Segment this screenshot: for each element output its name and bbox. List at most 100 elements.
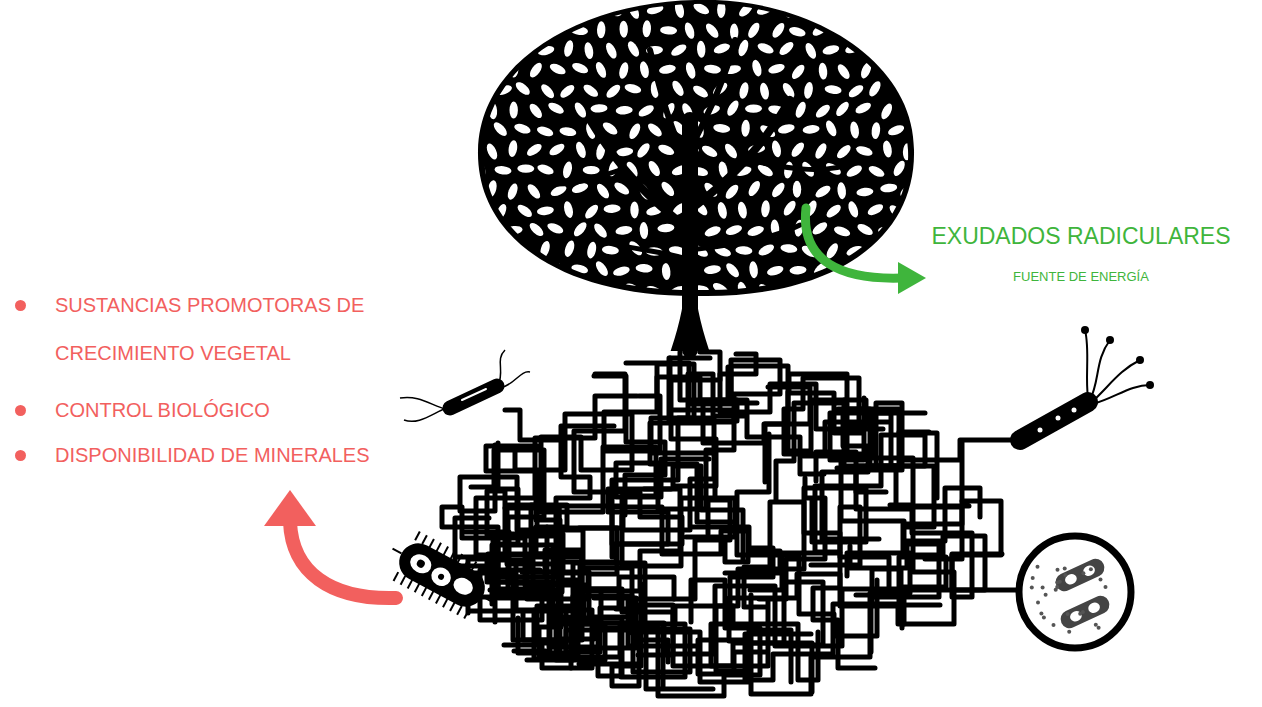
leaf — [759, 82, 770, 100]
leaf — [494, 83, 513, 97]
colony-dot — [1097, 626, 1101, 630]
leaf — [473, 0, 488, 19]
leaf — [470, 82, 487, 100]
leaf — [583, 42, 594, 60]
leaf — [595, 182, 612, 201]
leaf — [525, 21, 544, 38]
red-arrow — [264, 490, 396, 598]
leaf — [603, 204, 620, 213]
leaf — [626, 40, 642, 59]
leaf — [673, 0, 685, 18]
leaf — [475, 242, 486, 260]
leaf — [540, 2, 556, 21]
leaf — [895, 81, 905, 99]
leaf — [845, 244, 864, 258]
leaf — [887, 203, 905, 221]
leaf — [581, 82, 600, 99]
rod-cell — [450, 386, 497, 408]
leaf — [627, 1, 642, 20]
leaf — [738, 81, 750, 99]
leaf — [594, 60, 609, 79]
leaf — [781, 199, 798, 218]
leaf — [495, 40, 505, 58]
leaf — [802, 124, 820, 134]
colony-dot — [1052, 623, 1056, 627]
colony-dot — [1055, 585, 1059, 589]
leaf — [486, 179, 498, 197]
branch — [530, 170, 620, 184]
leaf — [496, 1, 512, 20]
leaf — [824, 84, 842, 95]
leaf — [482, 19, 498, 38]
leaf — [835, 62, 852, 81]
leaf — [604, 5, 623, 19]
leaf — [891, 159, 907, 178]
leaf — [824, 119, 839, 138]
leaf — [766, 264, 785, 277]
leaf — [492, 281, 511, 296]
colony-dot — [1094, 623, 1098, 627]
inclusion — [407, 551, 435, 577]
leaf — [789, 265, 807, 275]
cilium — [472, 562, 477, 571]
leaf — [793, 181, 801, 198]
leaf — [516, 240, 532, 259]
cilium — [464, 610, 469, 619]
leaf — [536, 125, 555, 138]
leaf — [824, 202, 842, 219]
leaf — [474, 201, 489, 220]
colony-dot — [1099, 577, 1103, 581]
colony-dot — [1041, 585, 1045, 589]
leaf — [548, 62, 567, 77]
leaf — [642, 20, 651, 37]
leaf — [657, 143, 676, 158]
leaf — [749, 261, 759, 279]
leaf — [802, 4, 821, 18]
leaf — [856, 187, 874, 197]
flagellum-tip — [1146, 381, 1154, 389]
colony-dot — [1039, 611, 1043, 615]
leaf — [646, 121, 664, 139]
leaf — [612, 180, 631, 197]
leaf — [891, 5, 909, 15]
cilium — [457, 606, 462, 615]
flagellum-tip — [1081, 326, 1089, 334]
green-arrow — [805, 208, 926, 294]
leaf — [866, 43, 884, 60]
branch — [650, 50, 690, 170]
colony-dot — [1042, 616, 1046, 620]
leaf — [660, 26, 677, 35]
leaf — [537, 44, 556, 57]
bullet-dot — [15, 450, 26, 461]
leaf — [751, 59, 764, 78]
leaf — [854, 100, 873, 115]
cell-spot — [1056, 416, 1061, 421]
leaf — [513, 122, 532, 135]
root — [745, 557, 946, 680]
benefit-item-text: CONTROL BIOLÓGICO — [55, 399, 270, 421]
leaf — [562, 200, 574, 218]
energy-title: EXUDADOS RADICULARES — [905, 220, 1257, 252]
benefit-item: CONTROL BIOLÓGICO — [55, 386, 427, 434]
colony-cell — [1053, 556, 1108, 594]
leaf — [755, 3, 774, 17]
colony-dot — [1081, 571, 1085, 575]
leaf — [637, 103, 656, 119]
leaf — [741, 120, 751, 138]
leaf — [594, 259, 611, 278]
leaf — [482, 260, 500, 278]
cilium — [394, 572, 399, 581]
leaf — [624, 82, 643, 95]
leaf — [639, 222, 648, 239]
cilium — [465, 558, 470, 567]
colony-dot — [1031, 576, 1035, 580]
cilium — [422, 587, 427, 596]
leaf — [811, 220, 830, 237]
leaf — [902, 59, 917, 78]
cilium — [483, 597, 492, 602]
leaf — [615, 106, 633, 116]
leaf — [813, 142, 829, 161]
leaf — [855, 144, 874, 157]
leaf — [510, 60, 520, 78]
